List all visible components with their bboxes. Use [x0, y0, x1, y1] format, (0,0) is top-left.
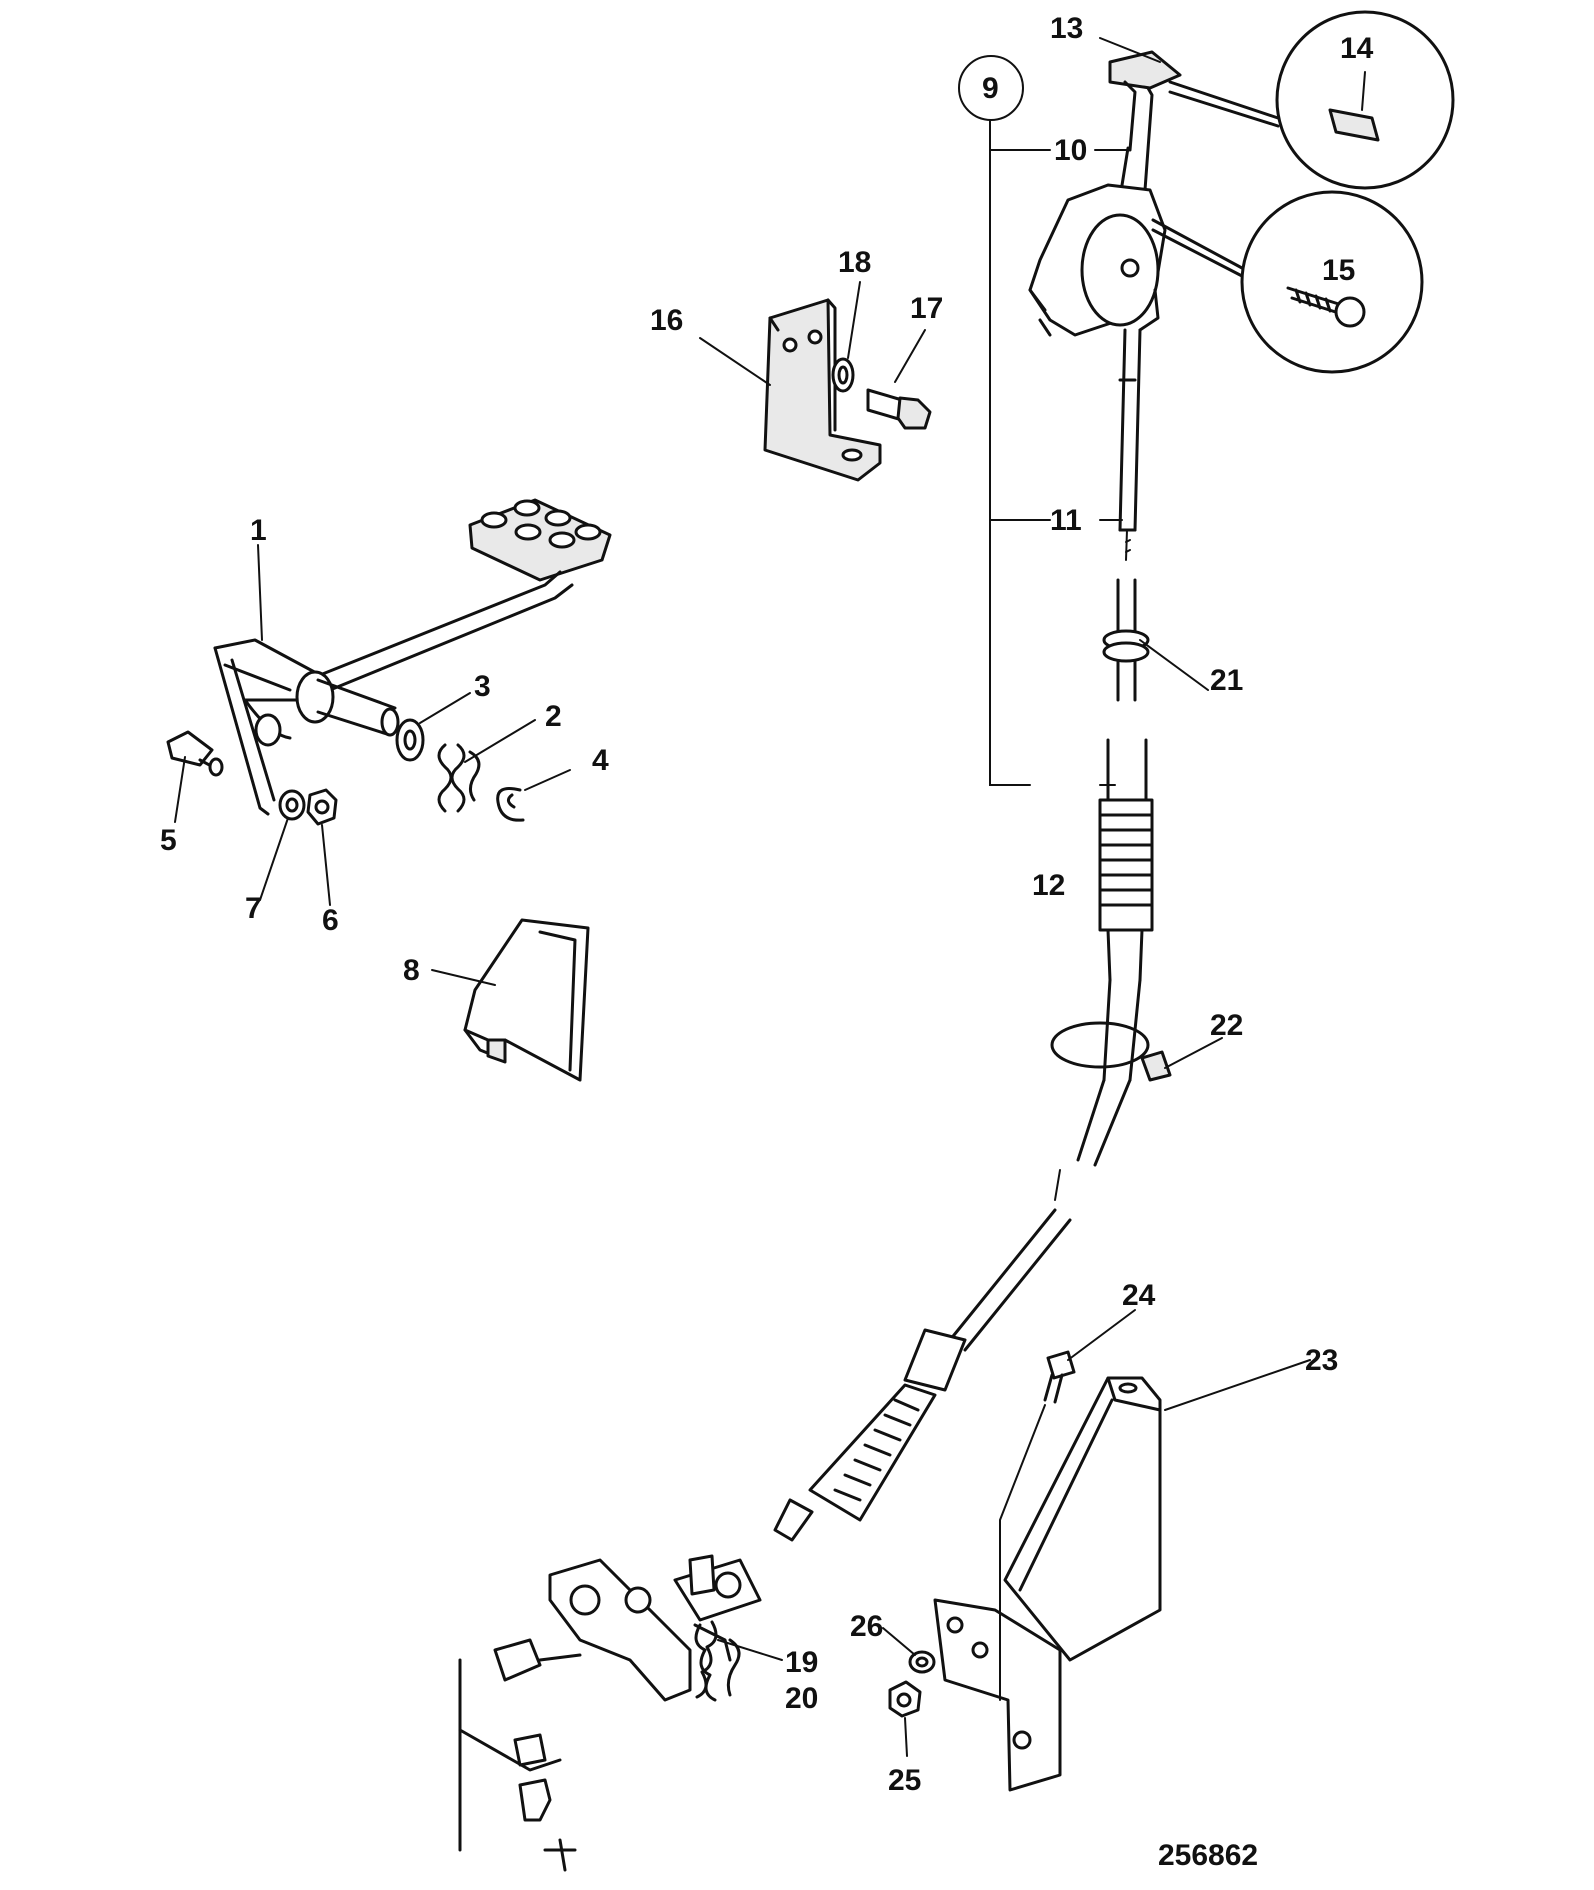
label-part-16: 16: [650, 304, 683, 337]
clip-part-4: [496, 787, 525, 822]
throttle-control-unit: [1028, 183, 1167, 337]
detail-circle-part-14: [1168, 10, 1455, 190]
label-part-23: 23: [1305, 1344, 1338, 1377]
label-part-9: 9: [982, 72, 999, 105]
throttle-linkage-assembly: [458, 1554, 762, 1872]
leader-lines: [174, 37, 1366, 1757]
label-part-7: 7: [245, 892, 262, 925]
label-part-22: 22: [1210, 1009, 1243, 1042]
callout-circle-part-9: [958, 55, 1024, 121]
label-part-10: 10: [1054, 134, 1087, 167]
label-part-1: 1: [250, 514, 267, 547]
label-part-5: 5: [160, 824, 177, 857]
lower-cable: [773, 1078, 1132, 1542]
boot-part-8: [463, 918, 590, 1082]
cable-tie-part-22: [1050, 1021, 1172, 1082]
label-part-26: 26: [850, 1610, 883, 1643]
bracket-part-23: [933, 1376, 1162, 1792]
label-part-3: 3: [474, 670, 491, 703]
label-part-2: 2: [545, 700, 562, 733]
washer-part-7: [278, 789, 306, 821]
label-part-24: 24: [1122, 1279, 1156, 1312]
washer-part-18: [831, 357, 855, 393]
label-part-14: 14: [1340, 32, 1374, 65]
label-part-11: 11: [1050, 504, 1082, 537]
spring-part-19: [694, 1620, 741, 1702]
spring-part-2: [437, 743, 481, 813]
pivot-pin-part-5: [166, 730, 224, 777]
washer-part-3: [395, 718, 425, 762]
label-part-6: 6: [322, 904, 339, 937]
nut-part-25: [888, 1680, 922, 1718]
bolt-part-17: [866, 388, 932, 430]
washer-part-26: [908, 1650, 936, 1674]
cable-part-12: [1098, 578, 1154, 1082]
label-part-17: 17: [910, 292, 943, 325]
detail-circle-part-15: [1151, 190, 1424, 374]
label-part-13: 13: [1050, 12, 1083, 45]
label-part-15: 15: [1322, 254, 1355, 287]
drawing-number: 256862: [1158, 1839, 1258, 1872]
cable-part-11: [1118, 328, 1142, 561]
label-part-8: 8: [403, 954, 420, 987]
label-part-12: 12: [1032, 869, 1065, 902]
label-part-20: 20: [785, 1682, 818, 1715]
part-labels: 1 2 3 4 5 6 7 8 9 10 11 12 13 14 15 16 1…: [160, 12, 1374, 1797]
bracket-part-16: [763, 298, 882, 482]
label-part-25: 25: [888, 1764, 921, 1797]
label-part-4: 4: [592, 744, 609, 777]
bolt-part-24: [999, 1350, 1076, 1701]
pedal-assembly: [213, 498, 612, 816]
label-part-18: 18: [838, 246, 871, 279]
label-part-21: 21: [1210, 664, 1243, 697]
label-part-19: 19: [785, 1646, 818, 1679]
nut-part-6: [306, 788, 338, 826]
